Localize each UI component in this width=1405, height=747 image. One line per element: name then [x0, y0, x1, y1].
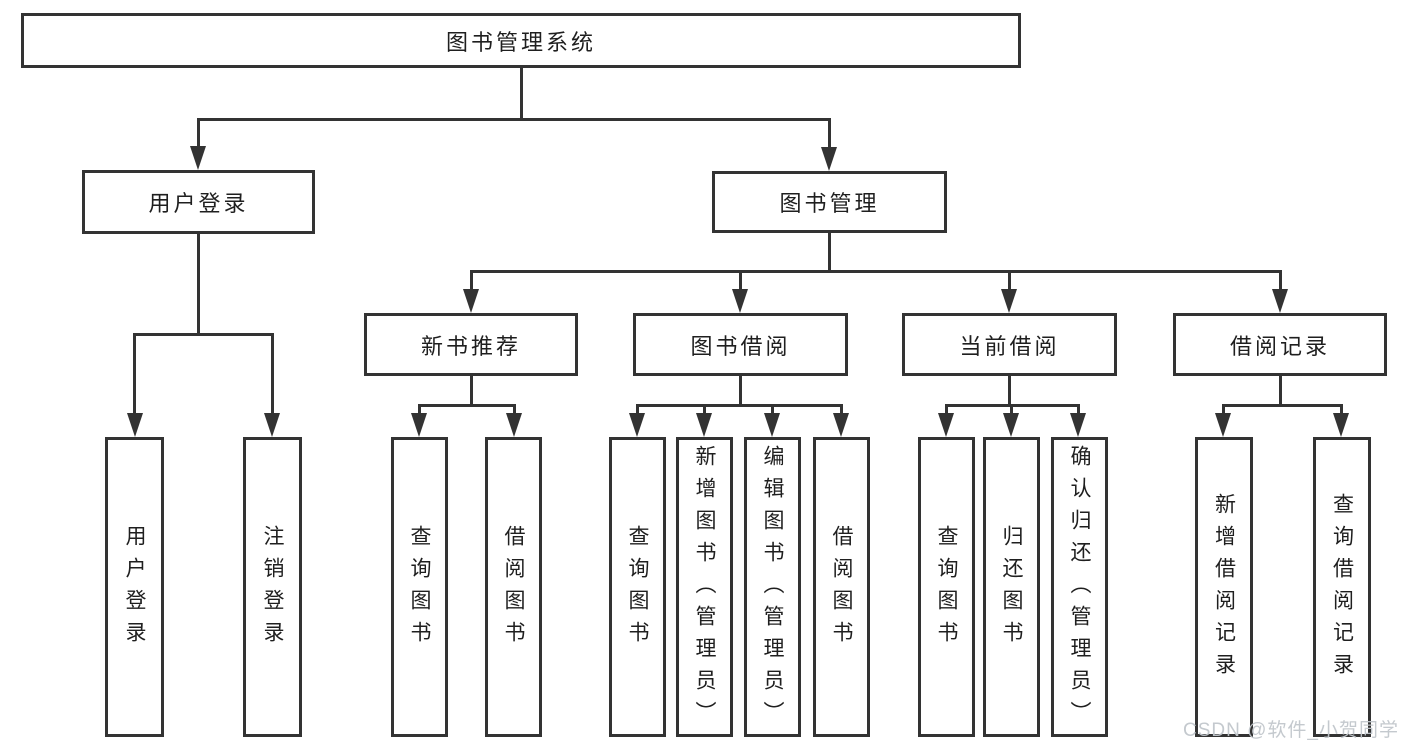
leaf-records-add: 新增借阅记录	[1195, 437, 1253, 737]
edge-current-stub-2	[1010, 404, 1013, 421]
node-book-management-label: 图书管理	[779, 191, 880, 216]
edge-bookmgmt-stub-2	[739, 270, 742, 298]
node-new-book-recommend-label: 新书推荐	[420, 333, 521, 359]
leaf-logout: 注销登录	[243, 437, 302, 737]
edge-root-trunk	[520, 68, 523, 121]
arrow-down-icon-leaf-login	[127, 413, 143, 437]
csdn-watermark: CSDN @软件_小贺同学	[1183, 720, 1399, 741]
leaf-borrowing-borrow-label: 借阅图书	[830, 525, 853, 653]
edge-root-stub-right	[828, 118, 831, 154]
arrow-down-icon-borrowing	[732, 289, 748, 313]
edge-newbooks-stub-1	[418, 404, 421, 421]
node-user-login: 用户登录	[82, 170, 315, 234]
arrow-down-icon-records-1	[1215, 413, 1231, 437]
edge-records-stub-2	[1340, 404, 1343, 421]
arrow-down-icon-current	[1001, 289, 1017, 313]
node-root-label: 图书管理系统	[445, 29, 596, 55]
leaf-newbooks-borrow-label: 借阅图书	[502, 525, 525, 653]
node-root: 图书管理系统	[21, 13, 1021, 68]
leaf-current-confirm-admin: 确认归还（管理员）	[1051, 437, 1108, 737]
edge-root-bar	[197, 118, 831, 121]
leaf-newbooks-query-label: 查询图书	[408, 525, 431, 653]
edge-borrowing-stub-4	[840, 404, 843, 421]
edge-bookmgmt-bar	[470, 270, 1282, 273]
edge-newbooks-trunk	[470, 376, 473, 407]
edge-records-trunk	[1279, 376, 1282, 407]
edge-userlogin-stub-1	[133, 333, 136, 421]
node-user-login-label: 用户登录	[148, 191, 249, 216]
arrow-down-icon-leaf-logout	[264, 413, 280, 437]
node-book-borrowing-label: 图书借阅	[690, 333, 791, 359]
arrow-down-icon-records-2	[1333, 413, 1349, 437]
arrow-down-icon-book-management	[821, 147, 837, 171]
leaf-newbooks-borrow: 借阅图书	[485, 437, 542, 737]
leaf-user-login-label: 用户登录	[123, 525, 146, 653]
leaf-current-return-label: 归还图书	[1000, 525, 1023, 653]
leaf-borrowing-add-admin-label: 新增图书（管理员）	[693, 445, 716, 733]
node-borrowing-records-label: 借阅记录	[1229, 333, 1330, 359]
node-book-management: 图书管理	[712, 171, 947, 233]
arrow-down-icon-current-1	[938, 413, 954, 437]
leaf-borrowing-edit-admin-label: 编辑图书（管理员）	[761, 445, 784, 733]
leaf-borrowing-query-label: 查询图书	[626, 525, 649, 653]
edge-bookmgmt-trunk	[828, 233, 831, 273]
arrow-down-icon-borrowing-3	[764, 413, 780, 437]
edge-current-stub-1	[945, 404, 948, 421]
edge-userlogin-stub-2	[271, 333, 274, 421]
leaf-current-return: 归还图书	[983, 437, 1040, 737]
edge-bookmgmt-stub-3	[1008, 270, 1011, 298]
edge-borrowing-stub-3	[771, 404, 774, 421]
arrow-down-icon-user-login	[190, 146, 206, 170]
arrow-down-icon-current-3	[1070, 413, 1086, 437]
leaf-newbooks-query: 查询图书	[391, 437, 448, 737]
edge-current-trunk	[1008, 376, 1011, 407]
arrow-down-icon-current-2	[1003, 413, 1019, 437]
edge-newbooks-bar	[418, 404, 516, 407]
leaf-current-query-label: 查询图书	[935, 525, 958, 653]
arrow-down-icon-borrowing-2	[696, 413, 712, 437]
edge-records-bar	[1222, 404, 1343, 407]
edge-borrowing-bar	[636, 404, 843, 407]
edge-borrowing-stub-2	[703, 404, 706, 421]
leaf-user-login: 用户登录	[105, 437, 164, 737]
node-current-borrowing: 当前借阅	[902, 313, 1117, 376]
leaf-borrowing-query: 查询图书	[609, 437, 666, 737]
edge-userlogin-trunk	[197, 234, 200, 336]
arrow-down-icon-borrowing-1	[629, 413, 645, 437]
arrow-down-icon-borrowing-4	[833, 413, 849, 437]
edge-current-stub-3	[1077, 404, 1080, 421]
arrow-down-icon-newbooks-1	[411, 413, 427, 437]
leaf-borrowing-add-admin: 新增图书（管理员）	[676, 437, 733, 737]
edge-root-stub-left	[197, 118, 200, 154]
edge-records-stub-1	[1222, 404, 1225, 421]
edge-newbooks-stub-2	[513, 404, 516, 421]
arrow-down-icon-new-books	[463, 289, 479, 313]
edge-bookmgmt-stub-1	[470, 270, 473, 298]
leaf-current-query: 查询图书	[918, 437, 975, 737]
node-borrowing-records: 借阅记录	[1173, 313, 1387, 376]
node-book-borrowing: 图书借阅	[633, 313, 848, 376]
edge-bookmgmt-stub-4	[1279, 270, 1282, 298]
edge-userlogin-bar	[133, 333, 274, 336]
leaf-records-add-label: 新增借阅记录	[1212, 493, 1236, 685]
leaf-records-query: 查询借阅记录	[1313, 437, 1371, 737]
leaf-current-confirm-admin-label: 确认归还（管理员）	[1068, 445, 1091, 733]
leaf-borrowing-edit-admin: 编辑图书（管理员）	[744, 437, 801, 737]
leaf-records-query-label: 查询借阅记录	[1330, 493, 1354, 685]
edge-borrowing-stub-1	[636, 404, 639, 421]
leaf-logout-label: 注销登录	[261, 525, 284, 653]
node-new-book-recommend: 新书推荐	[364, 313, 578, 376]
arrow-down-icon-newbooks-2	[506, 413, 522, 437]
node-current-borrowing-label: 当前借阅	[959, 333, 1060, 359]
edge-borrowing-trunk	[739, 376, 742, 407]
leaf-borrowing-borrow: 借阅图书	[813, 437, 870, 737]
arrow-down-icon-records	[1272, 289, 1288, 313]
